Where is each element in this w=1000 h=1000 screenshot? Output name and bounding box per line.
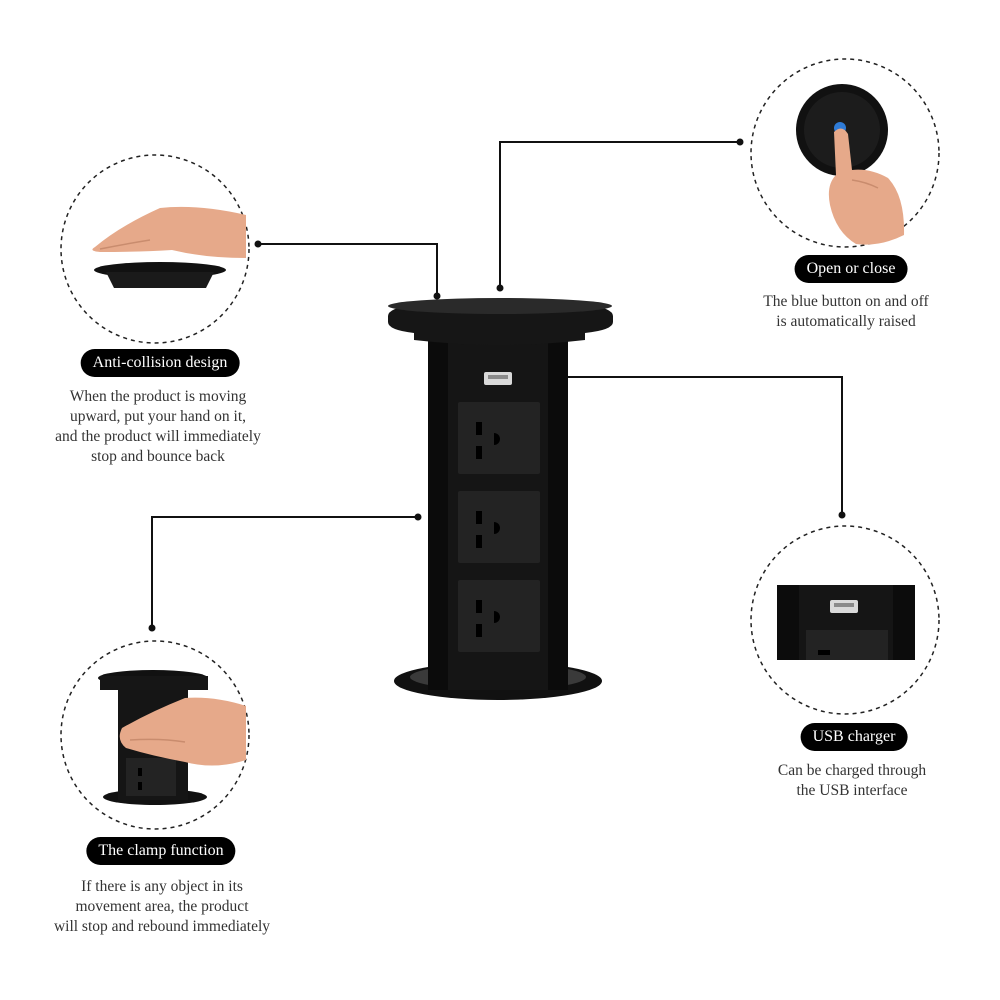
usb-port-icon [830,600,858,613]
line-open-close [499,141,740,288]
anti-collision-description: When the product is moving upward, put y… [55,388,261,465]
finger-icon [828,128,905,245]
hand-icon [92,206,246,258]
anti-collision-label: Anti-collision design [80,349,240,377]
detail-circle-usb [750,525,940,715]
clamp-function-label: The clamp function [86,837,236,865]
callout-lines [151,141,843,628]
detail-circle-open-close [750,58,940,248]
detail-circle-anti-collision [60,154,250,344]
usb-charger-description: Can be charged through the USB interface [777,762,927,799]
usb-charger-label: USB charger [800,723,908,751]
open-close-description: The blue button on and off is automatica… [763,293,929,330]
hand-icon [119,697,246,766]
clamp-function-description: If there is any object in its movement a… [53,878,271,935]
line-clamp [151,516,418,628]
open-close-label: Open or close [794,255,908,283]
power-tower-product [388,298,613,700]
usb-port-icon [484,372,512,385]
outlet-icon [458,580,540,652]
line-usb [532,376,843,515]
line-anti-collision [258,243,438,296]
outlet-icon [458,491,540,563]
outlet-icon [126,758,176,796]
outlet-icon [458,402,540,474]
detail-circle-clamp [60,640,250,830]
